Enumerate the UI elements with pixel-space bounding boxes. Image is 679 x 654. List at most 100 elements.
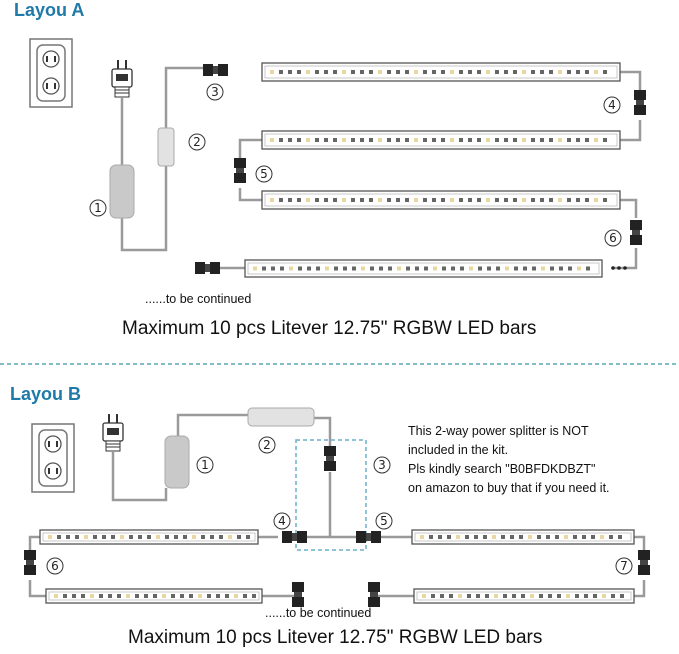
led-chip <box>441 70 445 74</box>
connector-end-a <box>195 262 220 274</box>
led-chip <box>442 266 446 271</box>
led-chip <box>531 70 535 74</box>
led-chip <box>153 594 157 598</box>
led-bar-b-left-1 <box>39 529 259 545</box>
led-chip <box>423 70 427 74</box>
led-chip <box>618 535 622 539</box>
led-chip <box>577 266 581 271</box>
led-chip <box>252 594 256 598</box>
led-chip <box>585 138 589 142</box>
led-chip <box>594 198 598 202</box>
led-chip <box>603 70 607 74</box>
led-chip <box>174 535 178 539</box>
led-chip <box>540 70 544 74</box>
led-chip <box>566 594 570 598</box>
led-chip <box>422 594 426 598</box>
led-chip <box>585 70 589 74</box>
led-chip <box>594 138 598 142</box>
led-chip <box>541 266 545 271</box>
led-chip <box>147 535 151 539</box>
led-chip <box>505 266 509 271</box>
led-chip <box>514 266 518 271</box>
led-chip <box>423 198 427 202</box>
led-chip <box>234 594 238 598</box>
led-chip <box>57 535 61 539</box>
led-chip <box>297 198 301 202</box>
led-chip <box>63 594 67 598</box>
led-chip <box>501 535 505 539</box>
led-chip <box>441 138 445 142</box>
led-chip <box>342 138 346 142</box>
led-chip <box>54 594 58 598</box>
led-chip <box>334 266 338 271</box>
led-chip <box>237 535 241 539</box>
led-chip <box>567 70 571 74</box>
led-chip <box>369 198 373 202</box>
led-chip <box>495 138 499 142</box>
led-chip <box>460 266 464 271</box>
led-chip <box>288 70 292 74</box>
led-chip <box>522 70 526 74</box>
led-chip <box>316 266 320 271</box>
led-chip <box>549 138 553 142</box>
led-chip <box>126 594 130 598</box>
led-chip <box>270 70 274 74</box>
led-chip <box>351 138 355 142</box>
led-chip <box>537 535 541 539</box>
label-b-7: 7 <box>620 559 628 573</box>
led-chip <box>48 535 52 539</box>
led-chip <box>486 138 490 142</box>
label-b-4: 4 <box>278 514 286 528</box>
led-chip <box>467 594 471 598</box>
led-chip <box>343 266 347 271</box>
power-plug-a <box>111 59 133 98</box>
led-chip <box>75 535 79 539</box>
led-chip <box>438 535 442 539</box>
led-chip <box>66 535 70 539</box>
led-chip <box>225 594 229 598</box>
led-chip <box>111 535 115 539</box>
led-chip <box>342 198 346 202</box>
led-chip <box>600 535 604 539</box>
led-chip <box>433 266 437 271</box>
led-chip <box>567 138 571 142</box>
led-chip <box>370 266 374 271</box>
led-chip <box>513 198 517 202</box>
led-chip <box>72 594 76 598</box>
led-chip <box>396 138 400 142</box>
led-chip <box>352 266 356 271</box>
led-chip <box>558 198 562 202</box>
label-a-1: 1 <box>94 201 102 215</box>
led-chip <box>531 198 535 202</box>
connector-7-b <box>638 550 650 575</box>
note-line: Pls kindly search "B0BFDKDBZT" <box>408 462 596 476</box>
led-chip <box>306 70 310 74</box>
power-adapter-b <box>164 435 190 489</box>
led-chip <box>468 70 472 74</box>
led-chip <box>420 535 424 539</box>
led-chip <box>306 138 310 142</box>
led-chip <box>324 198 328 202</box>
led-chip <box>414 70 418 74</box>
layout-b-title: Layou B <box>10 384 82 404</box>
led-bar-a-4 <box>244 259 603 278</box>
led-chip <box>228 535 232 539</box>
connector-6-b <box>24 550 36 575</box>
connector-6-a <box>630 220 642 245</box>
connector-3-a <box>203 64 228 76</box>
led-chip <box>369 138 373 142</box>
led-chip <box>477 198 481 202</box>
note-line: included in the kit. <box>408 443 509 457</box>
led-chip <box>510 535 514 539</box>
led-chip <box>333 138 337 142</box>
led-chip <box>530 594 534 598</box>
led-chip <box>270 198 274 202</box>
led-chip <box>477 138 481 142</box>
led-bar-b-right-1 <box>411 529 635 545</box>
led-chip <box>496 266 500 271</box>
led-chip <box>297 138 301 142</box>
led-chip <box>183 535 187 539</box>
led-chip <box>513 138 517 142</box>
led-chip <box>387 138 391 142</box>
